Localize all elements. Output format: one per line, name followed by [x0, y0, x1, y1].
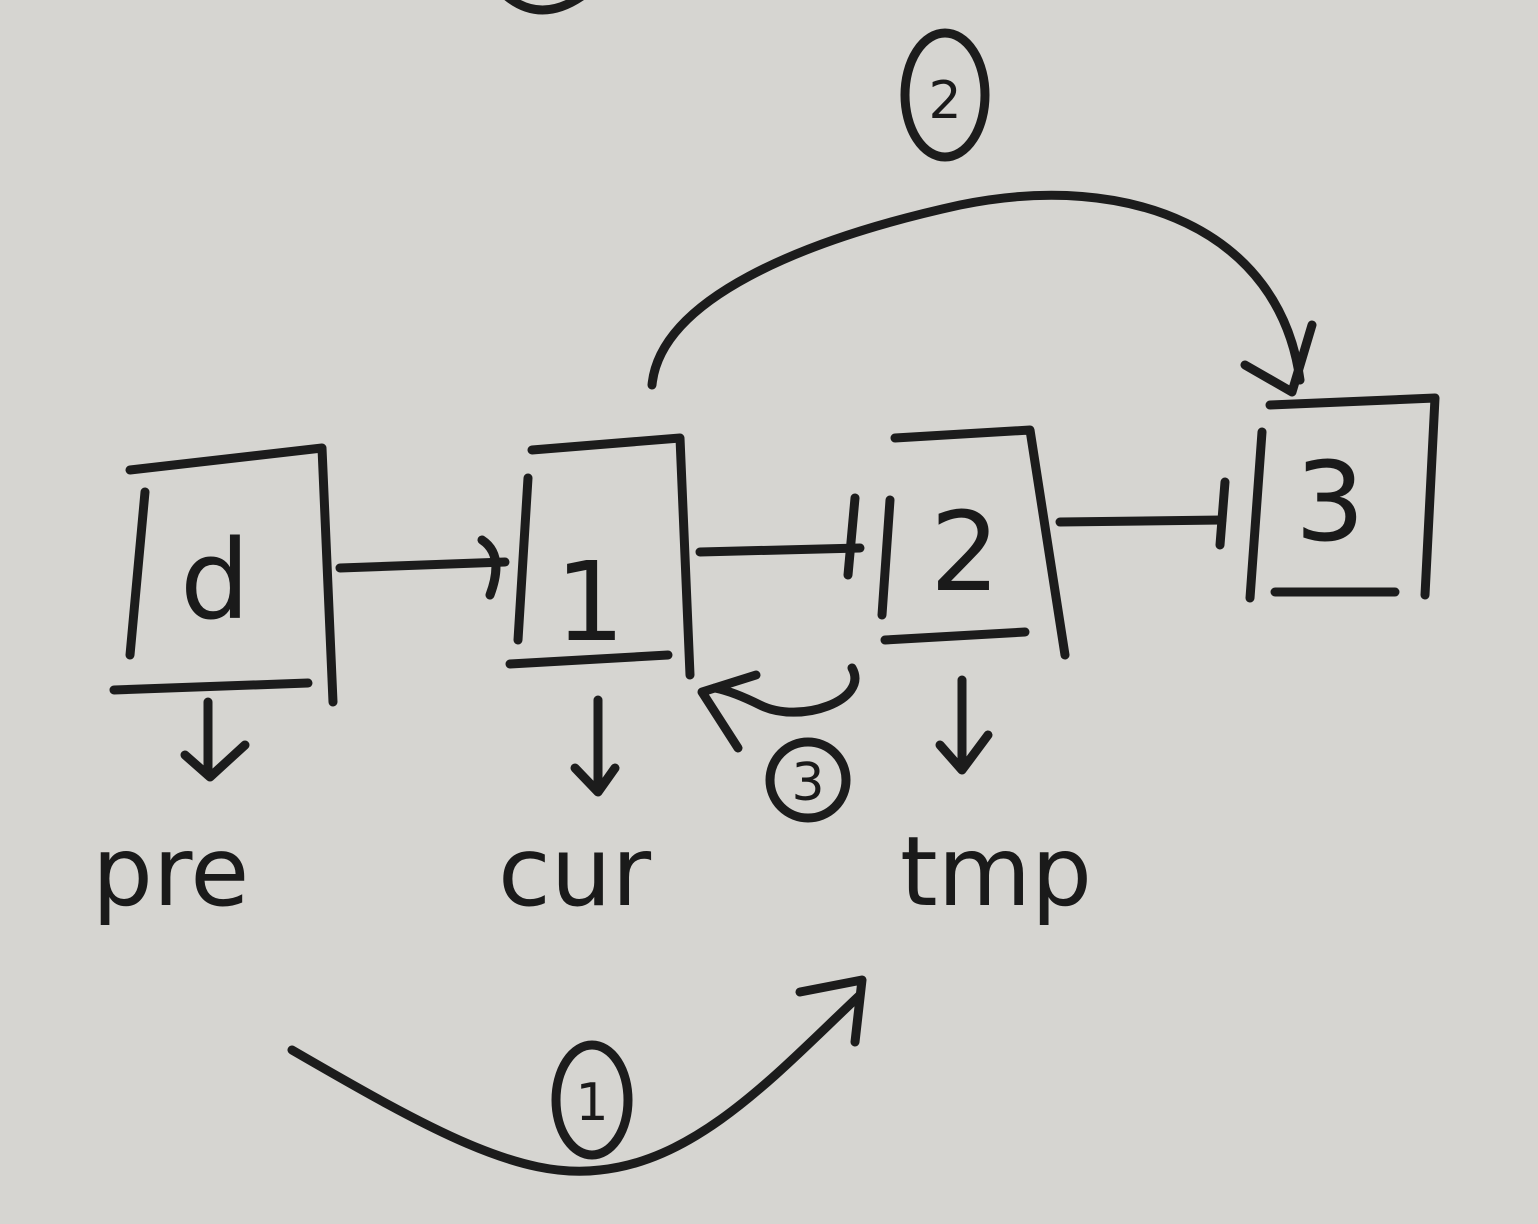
step-1-label: 1: [575, 1073, 608, 1133]
pointer-arrow-tmp: [935, 675, 993, 775]
step-2-label: 2: [928, 71, 961, 131]
step-2-arrow: [647, 190, 1317, 397]
step-3-circle: [765, 737, 851, 823]
node-dummy-box: [109, 443, 338, 707]
node-2-box: [877, 425, 1070, 660]
cropped-circle-mark: [504, 0, 584, 15]
node-1: 1: [505, 433, 695, 680]
node-2-label: 2: [930, 488, 1000, 616]
node-dummy-label: d: [180, 516, 250, 644]
pointer-label-pre: pre: [92, 816, 249, 928]
pointer-label-cur: cur: [498, 816, 652, 928]
next-arrow-1-to-2: [695, 493, 865, 580]
pointer-arrow-pre: [180, 697, 250, 782]
step-3-label: 3: [791, 753, 824, 813]
node-1-label: 1: [555, 538, 625, 666]
step-3-arrow: [697, 663, 860, 753]
pointer-label-tmp: tmp: [900, 816, 1092, 928]
step-2-circle: [900, 28, 990, 162]
node-3-label: 3: [1295, 438, 1365, 566]
next-arrow-2-to-3: [1055, 477, 1230, 550]
step-2-marker: 2: [900, 28, 990, 162]
step-1-marker: 1: [551, 1040, 633, 1160]
step-3-marker: 3: [765, 737, 851, 823]
node-dummy: d: [109, 443, 338, 707]
node-2: 2: [877, 425, 1070, 660]
node-1-box: [505, 433, 695, 680]
node-3: 3: [1245, 393, 1440, 603]
step-1-arrow: [287, 975, 867, 1176]
next-arrow-dummy-to-1: [335, 535, 510, 600]
node-3-box: [1245, 393, 1440, 603]
step-1-circle: [551, 1040, 633, 1160]
pointer-arrow-cur: [570, 695, 620, 797]
